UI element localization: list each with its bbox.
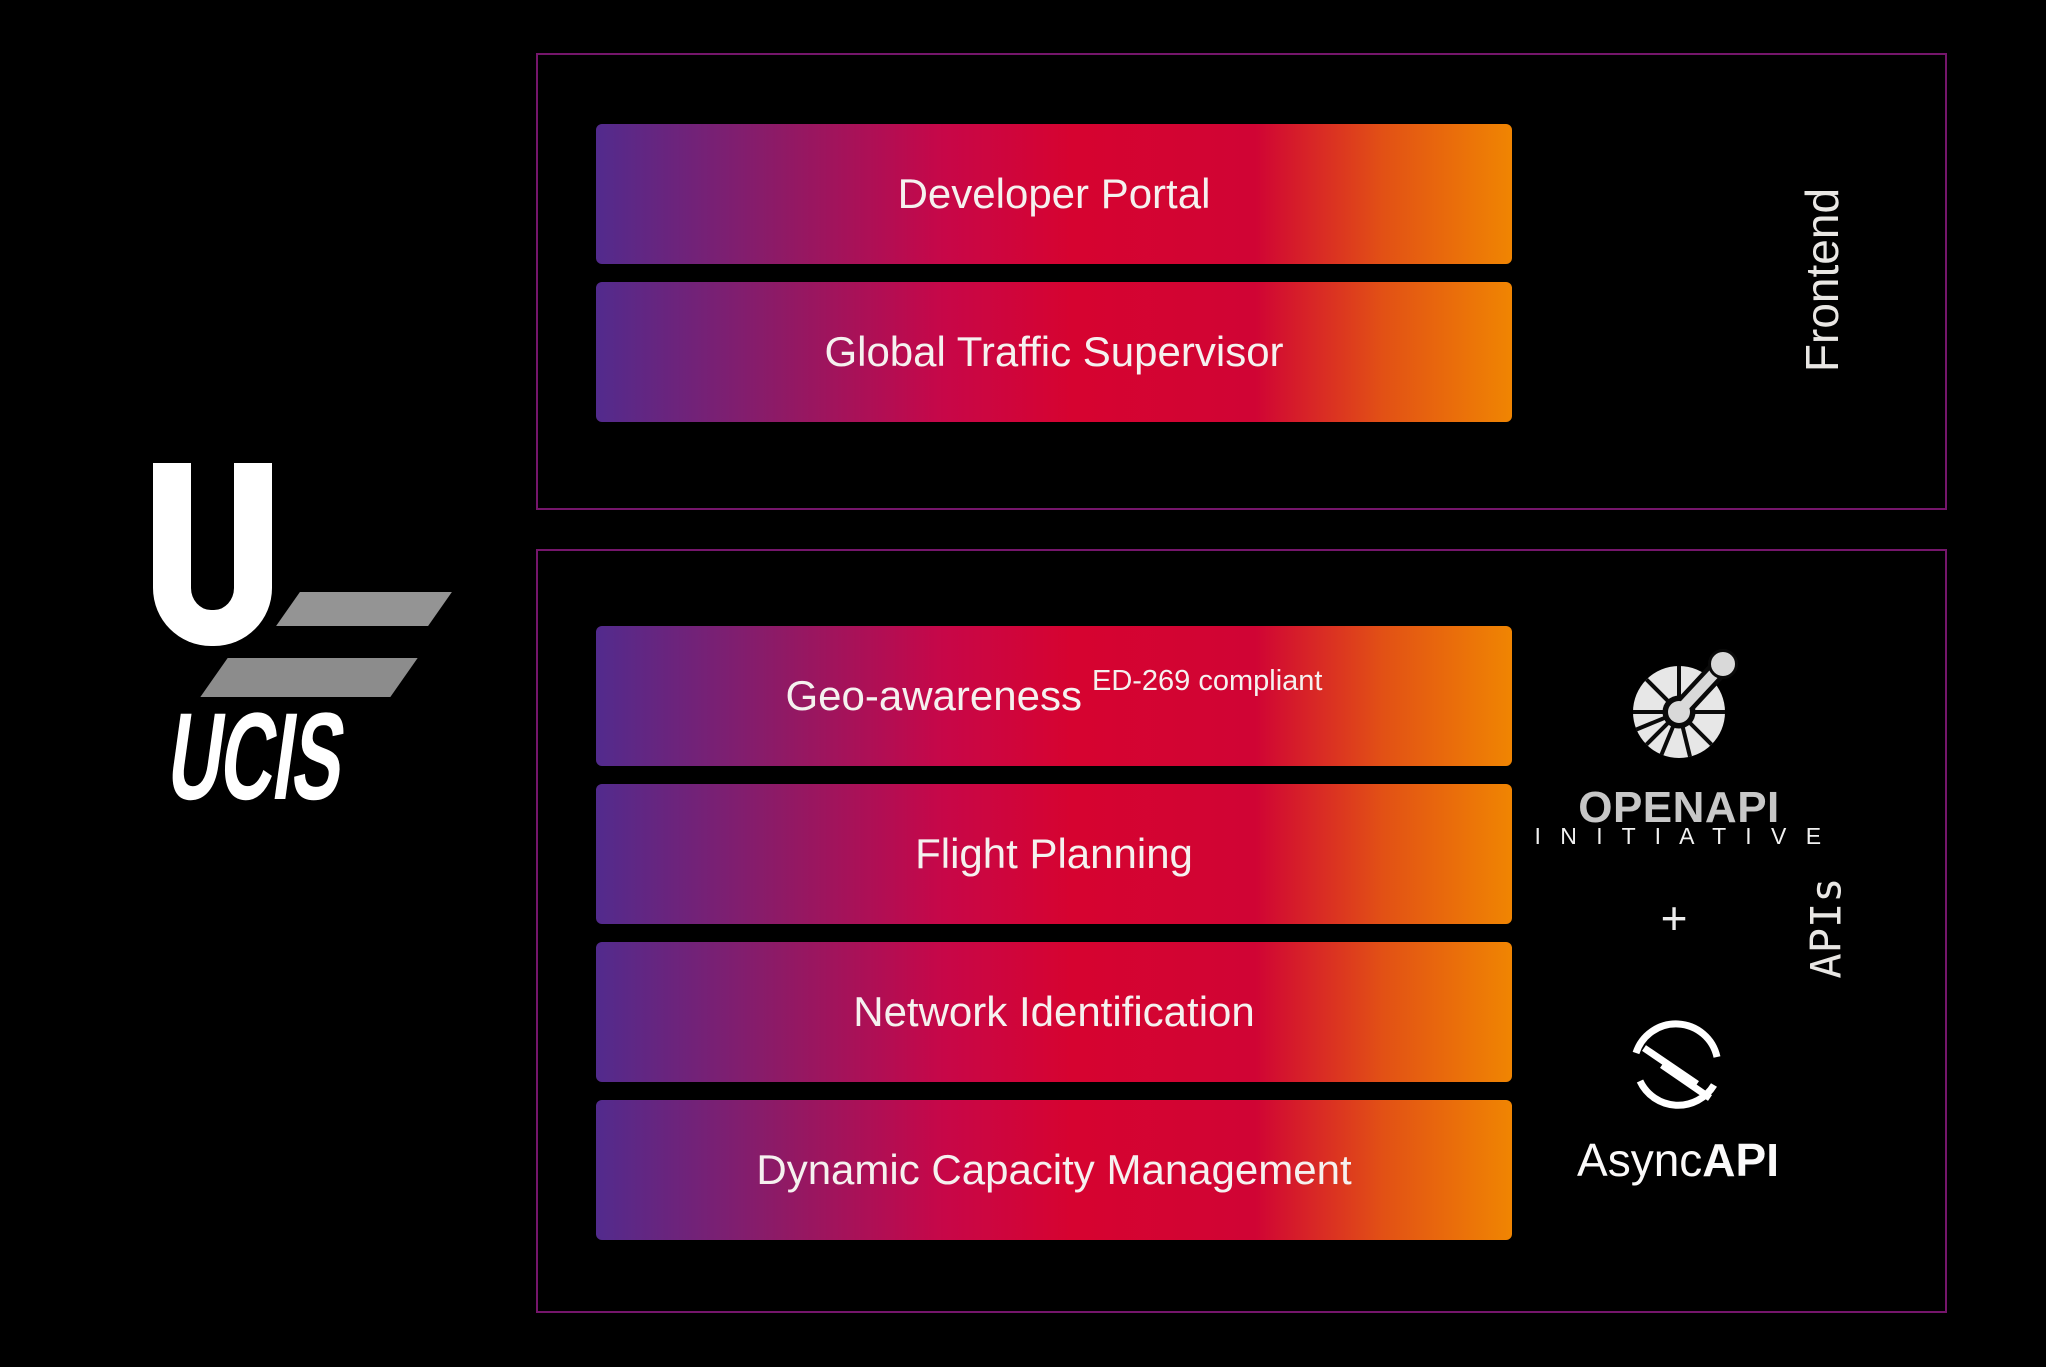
bar-label: Network Identification <box>853 988 1255 1035</box>
asyncapi-wordmark-bold: API <box>1702 1134 1779 1186</box>
bar-label: Geo-awareness <box>785 672 1082 719</box>
asyncapi-wordmark-light: Async <box>1577 1134 1703 1186</box>
asyncapi-logo-icon <box>1632 1020 1721 1109</box>
ucis-upper-slash-icon <box>276 592 452 626</box>
ucis-wordmark: UCIS <box>160 688 353 826</box>
ucis-u-mark-icon <box>153 463 272 646</box>
bar-label: Flight Planning <box>915 830 1193 877</box>
openapi-title: OPENAPI <box>1578 783 1780 832</box>
frontend-side-label: Frontend <box>1796 187 1848 373</box>
bar-superscript: ED-269 compliant <box>1091 664 1323 697</box>
frontend-box: Developer Portal Global Traffic Supervis… <box>536 53 1947 510</box>
bar-developer-portal: Developer Portal <box>596 124 1512 264</box>
openapi-subtitle: I N I T I A T I V E <box>1534 823 1828 849</box>
bar-label: Dynamic Capacity Management <box>756 1146 1352 1193</box>
apis-box: Geo-awareness ED-269 compliant Flight Pl… <box>536 549 1947 1313</box>
bar-dynamic-capacity-management: Dynamic Capacity Management <box>596 1100 1512 1240</box>
bar-network-identification: Network Identification <box>596 942 1512 1082</box>
bar-label: Global Traffic Supervisor <box>824 328 1284 375</box>
apis-side-label: APIs <box>1801 877 1851 979</box>
openapi-logo-icon <box>1633 649 1738 758</box>
bar-global-traffic-supervisor: Global Traffic Supervisor <box>596 282 1512 422</box>
bar-geo-awareness: Geo-awareness ED-269 compliant <box>596 626 1512 766</box>
plus-sign: + <box>1660 892 1688 944</box>
asyncapi-wordmark: AsyncAPI <box>1577 1133 1779 1187</box>
bar-flight-planning: Flight Planning <box>596 784 1512 924</box>
bar-label: Developer Portal <box>897 170 1211 217</box>
